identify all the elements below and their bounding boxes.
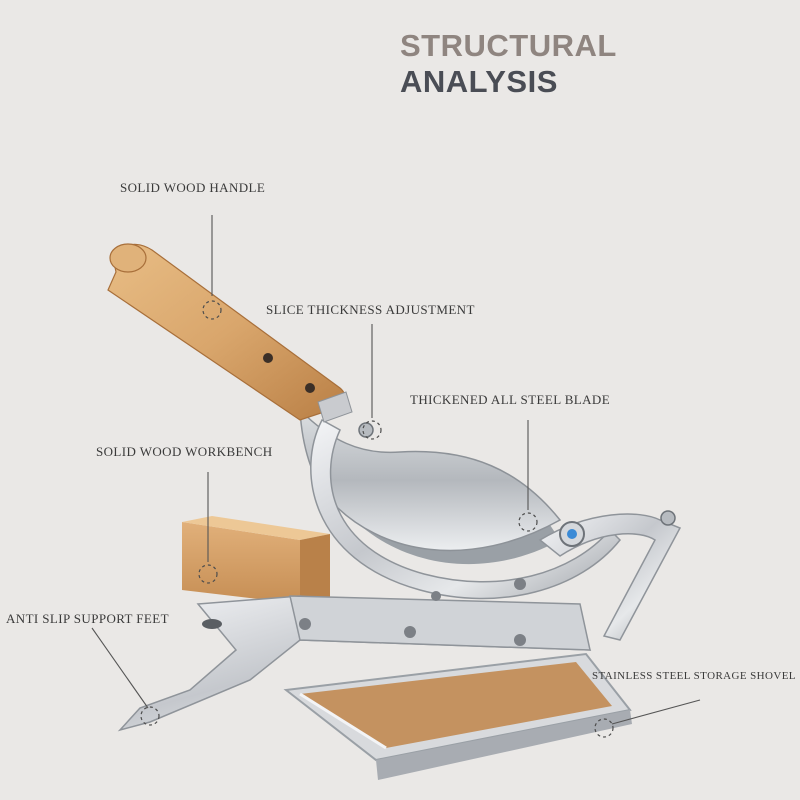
label-solid-wood-handle: SOLID WOOD HANDLE <box>120 180 266 195</box>
label-slice-thickness-adjustment: SLICE THICKNESS ADJUSTMENT <box>266 302 475 317</box>
wood-handle <box>107 243 353 423</box>
label-solid-wood-workbench: SOLID WOOD WORKBENCH <box>96 444 273 459</box>
title-part-structural: STRUCTURAL <box>400 28 617 63</box>
callout-lines <box>91 215 701 725</box>
page-title: STRUCTURAL ANALYSIS <box>400 28 780 100</box>
steel-arms <box>310 418 682 641</box>
base-frame <box>117 595 592 732</box>
workbench-block <box>182 516 330 604</box>
title-part-analysis: ANALYSIS <box>400 64 558 99</box>
label-anti-slip-feet: ANTI SLIP SUPPORT FEET <box>6 611 169 626</box>
label-thickened-steel-blade: THICKENED ALL STEEL BLADE <box>410 392 611 407</box>
label-storage-shovel: STAINLESS STEEL STORAGE SHOVEL <box>592 670 796 682</box>
storage-shovel <box>283 652 632 780</box>
callout-markers <box>140 300 614 738</box>
